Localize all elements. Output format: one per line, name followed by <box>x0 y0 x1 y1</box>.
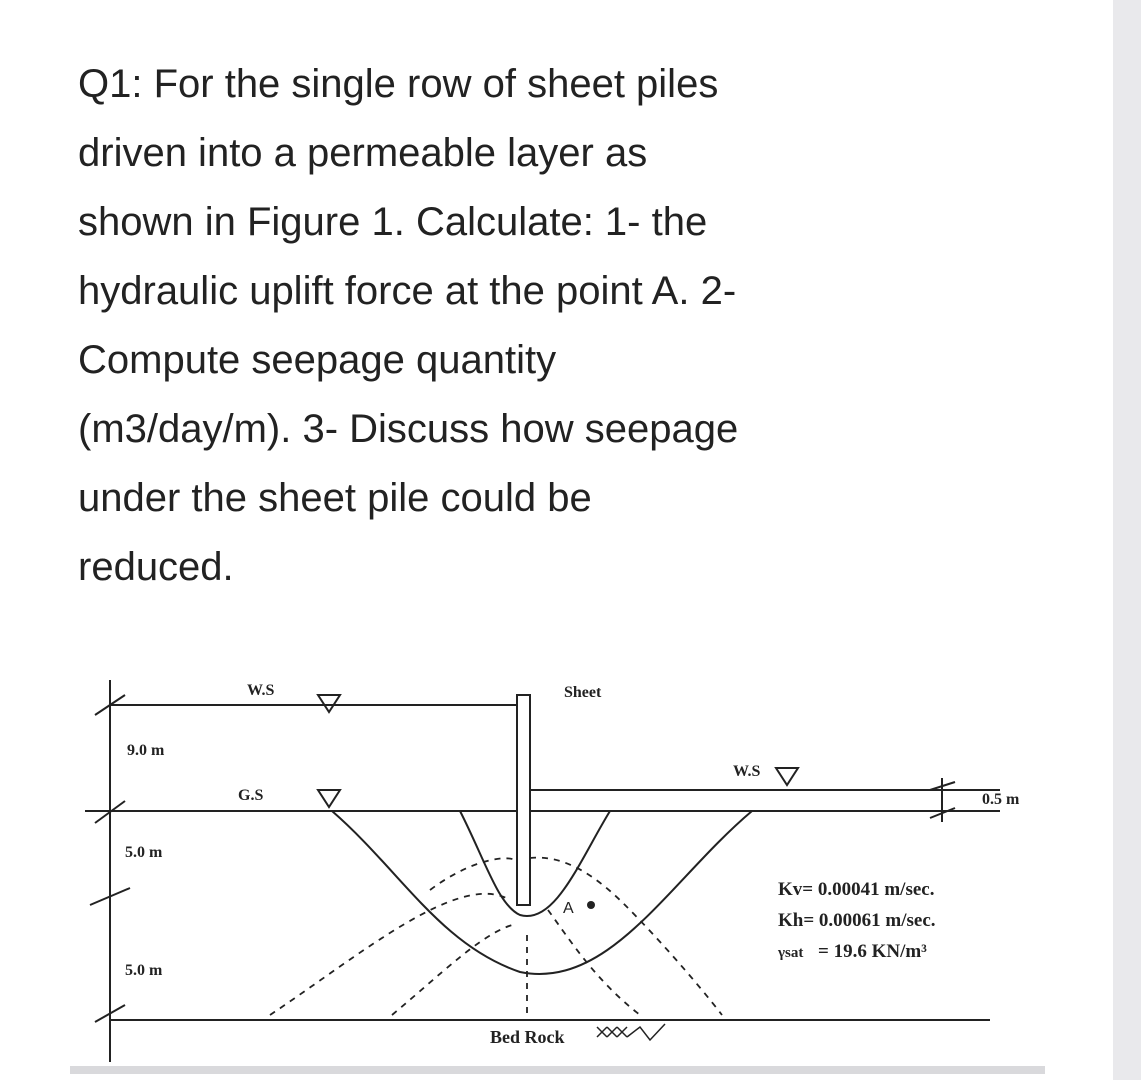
right-border <box>1113 0 1141 1080</box>
dim-tailwater-label: 0.5 m <box>982 791 1020 808</box>
question-line: driven into a permeable layer as <box>78 131 648 175</box>
question-line: shown in Figure 1. Calculate: 1- the <box>78 200 708 244</box>
equipotential-line <box>529 856 723 1016</box>
equipotential-line <box>391 924 513 1016</box>
dim-upper-label: 9.0 m <box>127 742 165 759</box>
gamma-symbol: γsat <box>777 945 803 961</box>
figure-1: W.S G.S Sheet W.S 9.0 m 5.0 m 5.0 m 0.5 … <box>0 660 1113 1080</box>
sheet-pile-diagram: W.S G.S Sheet W.S 9.0 m 5.0 m 5.0 m 0.5 … <box>85 680 1020 1062</box>
flow-line-outer <box>331 810 753 975</box>
question-text: Q1: For the single row of sheet piles dr… <box>78 50 878 602</box>
ws-upstream-label: W.S <box>247 682 275 699</box>
tailwater-tick <box>929 781 956 791</box>
point-a <box>587 901 595 909</box>
equipotential-line <box>429 857 516 891</box>
question-line: reduced. <box>78 545 234 589</box>
dimension-tick <box>89 887 131 906</box>
kv-label: Kv= 0.00041 m/sec. <box>778 879 934 900</box>
bottom-scroll-bar <box>70 1066 1045 1074</box>
gs-icon <box>316 789 342 809</box>
tailwater-tick <box>929 807 956 819</box>
question-line: hydraulic uplift force at the point A. 2… <box>78 269 737 313</box>
kh-label: Kh= 0.00061 m/sec. <box>778 910 936 931</box>
question-line: (m3/day/m). 3- Discuss how seepage <box>78 407 739 451</box>
dim-lower-label: 5.0 m <box>125 962 163 979</box>
ws-downstream-label: W.S <box>733 763 761 780</box>
question-line: Compute seepage quantity <box>78 338 557 382</box>
dim-middle-label: 5.0 m <box>125 844 163 861</box>
point-a-label: A <box>563 900 574 917</box>
ws-downstream-icon <box>774 767 800 787</box>
gs-label: G.S <box>238 787 263 804</box>
bed-rock-hatch <box>596 1023 666 1042</box>
sheet-pile <box>516 694 531 906</box>
flow-line-inner <box>459 810 611 918</box>
question-line: under the sheet pile could be <box>78 476 592 520</box>
sheet-label: Sheet <box>564 684 602 701</box>
equipotential-line <box>547 909 641 1016</box>
ws-upstream-icon <box>316 694 342 714</box>
gamma-value: = 19.6 KN/m³ <box>818 941 927 962</box>
dimension-tick <box>94 1004 126 1023</box>
question-line: Q1: For the single row of sheet piles <box>78 62 719 106</box>
equipotential-line <box>269 893 511 1016</box>
bed-rock-label: Bed Rock <box>490 1027 565 1047</box>
